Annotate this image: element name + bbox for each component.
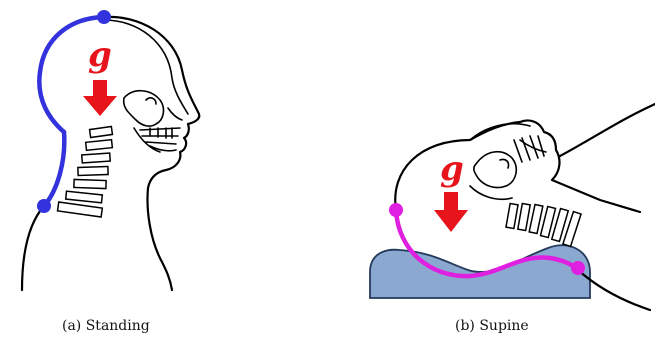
standing-curve-endpoint-top [97,10,111,24]
supine-gravity-label: g [440,149,464,189]
caption-standing: (a) Standing [62,318,150,334]
standing-gravity-arrow [83,80,117,116]
panel-supine: g [370,104,655,310]
caption-supine: (b) Supine [455,318,529,334]
standing-gravity-label: g [88,35,112,75]
standing-skull [104,20,188,126]
panel-standing: g [22,10,199,290]
standing-jaw [134,128,180,152]
standing-curve-endpoint-bottom [37,199,51,213]
supine-body-outline [560,104,655,156]
supine-pillow [370,245,590,298]
supine-teeth [514,136,544,162]
supine-vertebrae [506,203,581,246]
supine-curve-endpoint-right [571,261,585,275]
supine-curve-endpoint-left [389,203,403,217]
supine-gravity-arrow [434,192,468,232]
